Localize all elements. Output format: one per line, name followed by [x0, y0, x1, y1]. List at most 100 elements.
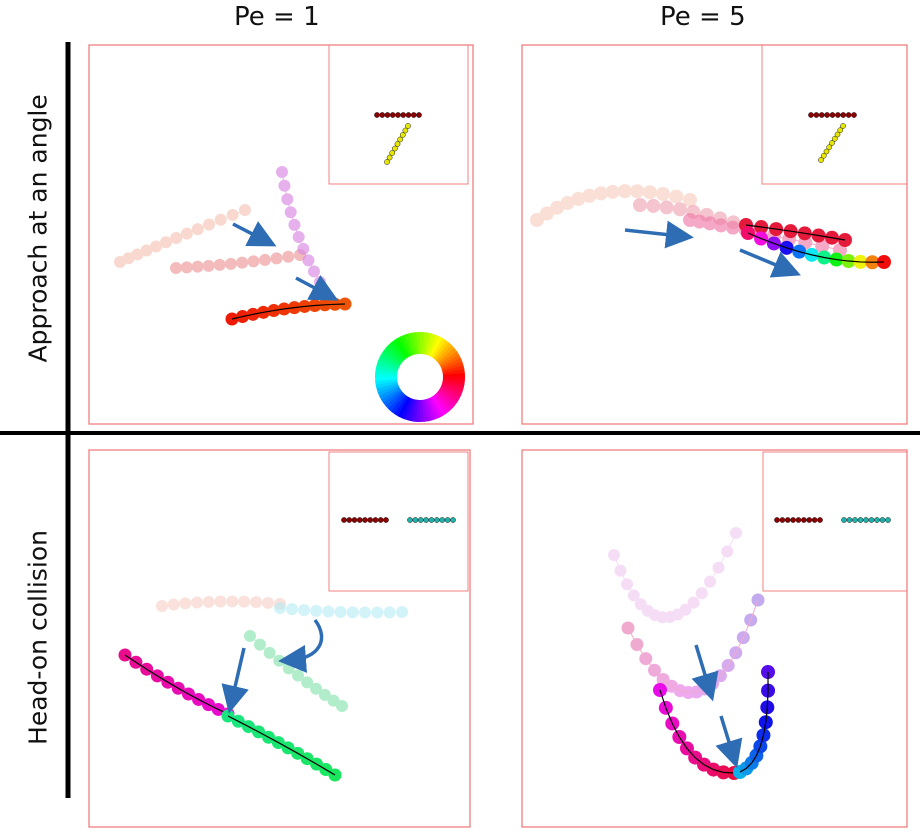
color-wheel-segment	[407, 332, 417, 355]
color-wheel-segment	[425, 398, 437, 421]
color-wheel-segment	[394, 395, 409, 417]
color-wheel-segment	[436, 391, 455, 409]
filament-group	[114, 166, 891, 782]
fil-a5-left-faint	[530, 184, 697, 227]
fil-a1-horiz-faint	[114, 204, 251, 268]
color-wheel-segment	[429, 396, 444, 418]
inset-bead	[412, 517, 419, 523]
inset-h1-cyan	[407, 517, 456, 523]
backbone	[659, 689, 735, 774]
color-wheel-segment	[381, 388, 402, 404]
color-wheel-segment	[404, 398, 415, 421]
inset-headon-pe1	[328, 451, 469, 592]
backbone	[279, 607, 403, 613]
inset-a1-red	[374, 112, 422, 118]
fil-h1-right-faint	[274, 602, 408, 619]
backbone	[747, 232, 885, 263]
inset-bead	[845, 112, 852, 118]
color-wheel-segment	[385, 391, 405, 410]
inset-bead	[811, 517, 818, 523]
color-wheel-segment	[396, 336, 411, 358]
fil-a1-vert-mid	[276, 166, 326, 288]
inset-bead	[399, 132, 406, 138]
inset-bead	[818, 157, 824, 163]
inset-bead	[379, 112, 386, 118]
inset-bead	[405, 123, 411, 129]
fil-h5-faint-u	[608, 527, 742, 624]
inset-bead	[384, 159, 390, 165]
inset-headon-pe5	[762, 451, 908, 592]
color-wheel-segment	[391, 394, 408, 415]
inset-angle-pe5	[761, 44, 908, 185]
color-wheel-segment	[437, 389, 458, 406]
backbone	[739, 671, 769, 773]
inset-bead	[416, 112, 422, 118]
inset-bead	[434, 517, 440, 523]
arrow-group	[221, 220, 801, 769]
color-wheel-segment	[377, 357, 400, 370]
arrow-h5-1	[691, 644, 719, 702]
inset-filament-group	[341, 112, 891, 523]
color-wheel-segment	[416, 399, 421, 422]
color-wheel-segment	[400, 334, 413, 357]
inset-bead	[356, 517, 363, 523]
inset-bead	[374, 112, 380, 118]
inset-a1-yellow	[384, 123, 411, 165]
color-wheel-segment	[375, 373, 398, 378]
inset-bead	[857, 517, 864, 523]
inset-bead	[407, 517, 413, 523]
arrow-a5-2	[739, 248, 801, 278]
inset-bead	[386, 154, 393, 161]
column-title-pe1: Pe = 1	[234, 2, 320, 32]
inset-bead	[837, 127, 844, 134]
fil-a5-magenta-final	[741, 226, 891, 270]
color-wheel-segment	[434, 342, 452, 361]
inset-bead	[863, 517, 869, 523]
color-wheel-segment	[423, 332, 432, 355]
color-wheel-segment	[441, 382, 464, 393]
inset-bead	[840, 112, 847, 118]
color-wheel-segment	[375, 380, 398, 390]
inset-bead	[383, 517, 389, 523]
color-wheel-segment	[435, 344, 455, 363]
inset-bead	[405, 112, 412, 118]
fil-h5-final-right	[733, 665, 776, 779]
backbone	[231, 303, 346, 320]
inset-bead	[362, 517, 368, 523]
inset-a5-red	[808, 112, 857, 118]
backbone	[249, 635, 343, 707]
inset-bead	[779, 517, 786, 523]
inset-h1-red	[341, 517, 389, 523]
color-wheel-segment	[429, 335, 443, 358]
inset-bead	[790, 517, 796, 523]
color-wheel-segment	[431, 337, 446, 359]
color-wheel-icon	[375, 332, 465, 422]
inset-bead	[851, 112, 857, 118]
inset-bead	[341, 517, 347, 523]
inset-bead	[346, 517, 353, 523]
inset-bead	[395, 112, 401, 118]
color-wheel-segment	[442, 364, 465, 374]
inset-bead	[874, 517, 880, 523]
fil-h1-left-faint	[156, 595, 286, 612]
panel-angle-pe5	[521, 44, 908, 425]
color-wheel-segment	[378, 354, 401, 368]
color-wheel-segment	[387, 342, 406, 362]
color-wheel-segment	[441, 360, 464, 372]
inset-bead	[824, 112, 830, 118]
fil-a5-red-final	[739, 218, 852, 247]
inset-bead	[428, 517, 435, 523]
color-wheel-segment	[442, 376, 465, 381]
color-wheel-segment	[439, 386, 462, 400]
color-wheel-segment	[376, 361, 399, 372]
color-wheel-segment	[388, 393, 406, 412]
backbone	[227, 715, 336, 776]
inset-bead	[801, 517, 807, 523]
panel-headon-pe5	[521, 449, 908, 828]
inset-h5-cyan	[841, 517, 891, 523]
color-wheel-segment	[433, 394, 450, 414]
color-wheel-segment	[382, 348, 403, 365]
inset-bead	[784, 517, 791, 523]
color-wheel-segment	[377, 384, 400, 397]
inset-bead	[840, 123, 846, 129]
